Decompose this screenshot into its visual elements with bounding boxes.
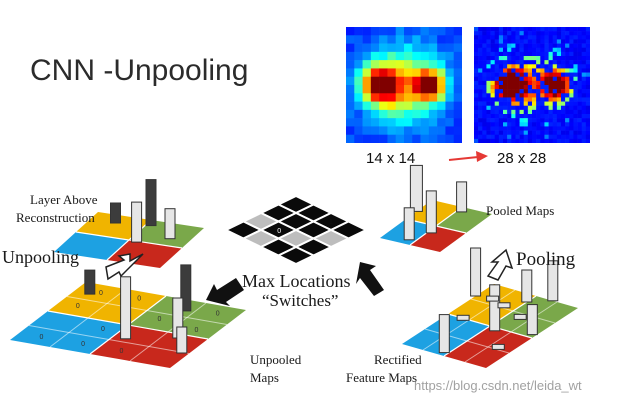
bar [526,304,538,336]
bar [176,326,188,354]
label-rectified: Rectified [374,352,422,367]
switch-mark: 0 [277,228,281,235]
bar [470,247,482,297]
layer-above-quadrant [54,232,129,260]
zero-mark: 0 [216,311,220,318]
pooled-map [380,164,492,252]
flat-bar [486,295,500,302]
black-arrow-up-icon [356,262,384,296]
bar-dark [110,202,121,224]
label-pooling: Pooling [516,249,576,270]
bar [547,260,559,302]
bar [409,164,423,212]
bar-dark [84,269,96,295]
bar-dark [180,264,192,312]
label-layer-above: Layer Above [30,192,98,207]
bar [521,269,533,303]
zero-mark: 0 [81,341,85,348]
label-unpooled-maps: Maps [250,370,279,385]
flat-bar [491,343,505,350]
zero-mark: 0 [99,290,103,297]
pooled-quadrant [436,207,492,233]
bar [425,190,437,234]
zero-mark: 0 [137,295,141,302]
switches-grid: 01 [223,194,369,266]
red-arrow-icon [448,151,488,162]
bar [438,314,450,354]
bar [456,181,468,213]
heatmap-small-caption: 14 x 14 [366,150,416,167]
slide-title: CNN -Unpooling [30,54,249,87]
bar [131,201,143,243]
switch-cell [276,245,316,266]
heatmap-large-caption: 28 x 28 [497,150,547,167]
layer-above-map [54,179,204,268]
heatmap-28x28 [474,27,590,143]
hollow-arrow-down-icon [105,253,144,281]
zero-mark: 0 [101,326,105,333]
label-max-locations: Max Locations [242,271,351,291]
flat-bar [456,314,470,321]
label-reconstruction: Reconstruction [16,210,95,225]
rectified-feature-map [402,247,578,368]
heatmap-14x14 [346,27,462,143]
black-arrow-left-icon [206,278,244,306]
label-unpooling: Unpooling [2,247,80,267]
bar-dark [145,179,157,227]
flat-bar [513,313,527,320]
bar [164,208,176,240]
zero-mark: 0 [40,334,44,341]
zero-mark: 0 [157,316,161,323]
unpooled-map: 000000000000 [10,264,246,368]
bar [403,207,415,241]
label-unpooled: Unpooled [250,352,302,367]
flat-bar [497,302,511,309]
watermark: https://blog.csdn.net/leida_wt [414,378,582,393]
hollow-arrow-up-icon [486,248,514,281]
label-pooled-maps: Pooled Maps [486,203,555,218]
switch-mark: 1 [329,219,333,226]
label-switches: “Switches” [262,291,339,310]
zero-mark: 0 [194,327,198,334]
zero-mark: 0 [76,303,80,310]
pooled-quadrant [410,226,466,252]
zero-mark: 0 [120,348,124,355]
label-feature-maps: Feature Maps [346,370,418,385]
bar [120,276,132,340]
